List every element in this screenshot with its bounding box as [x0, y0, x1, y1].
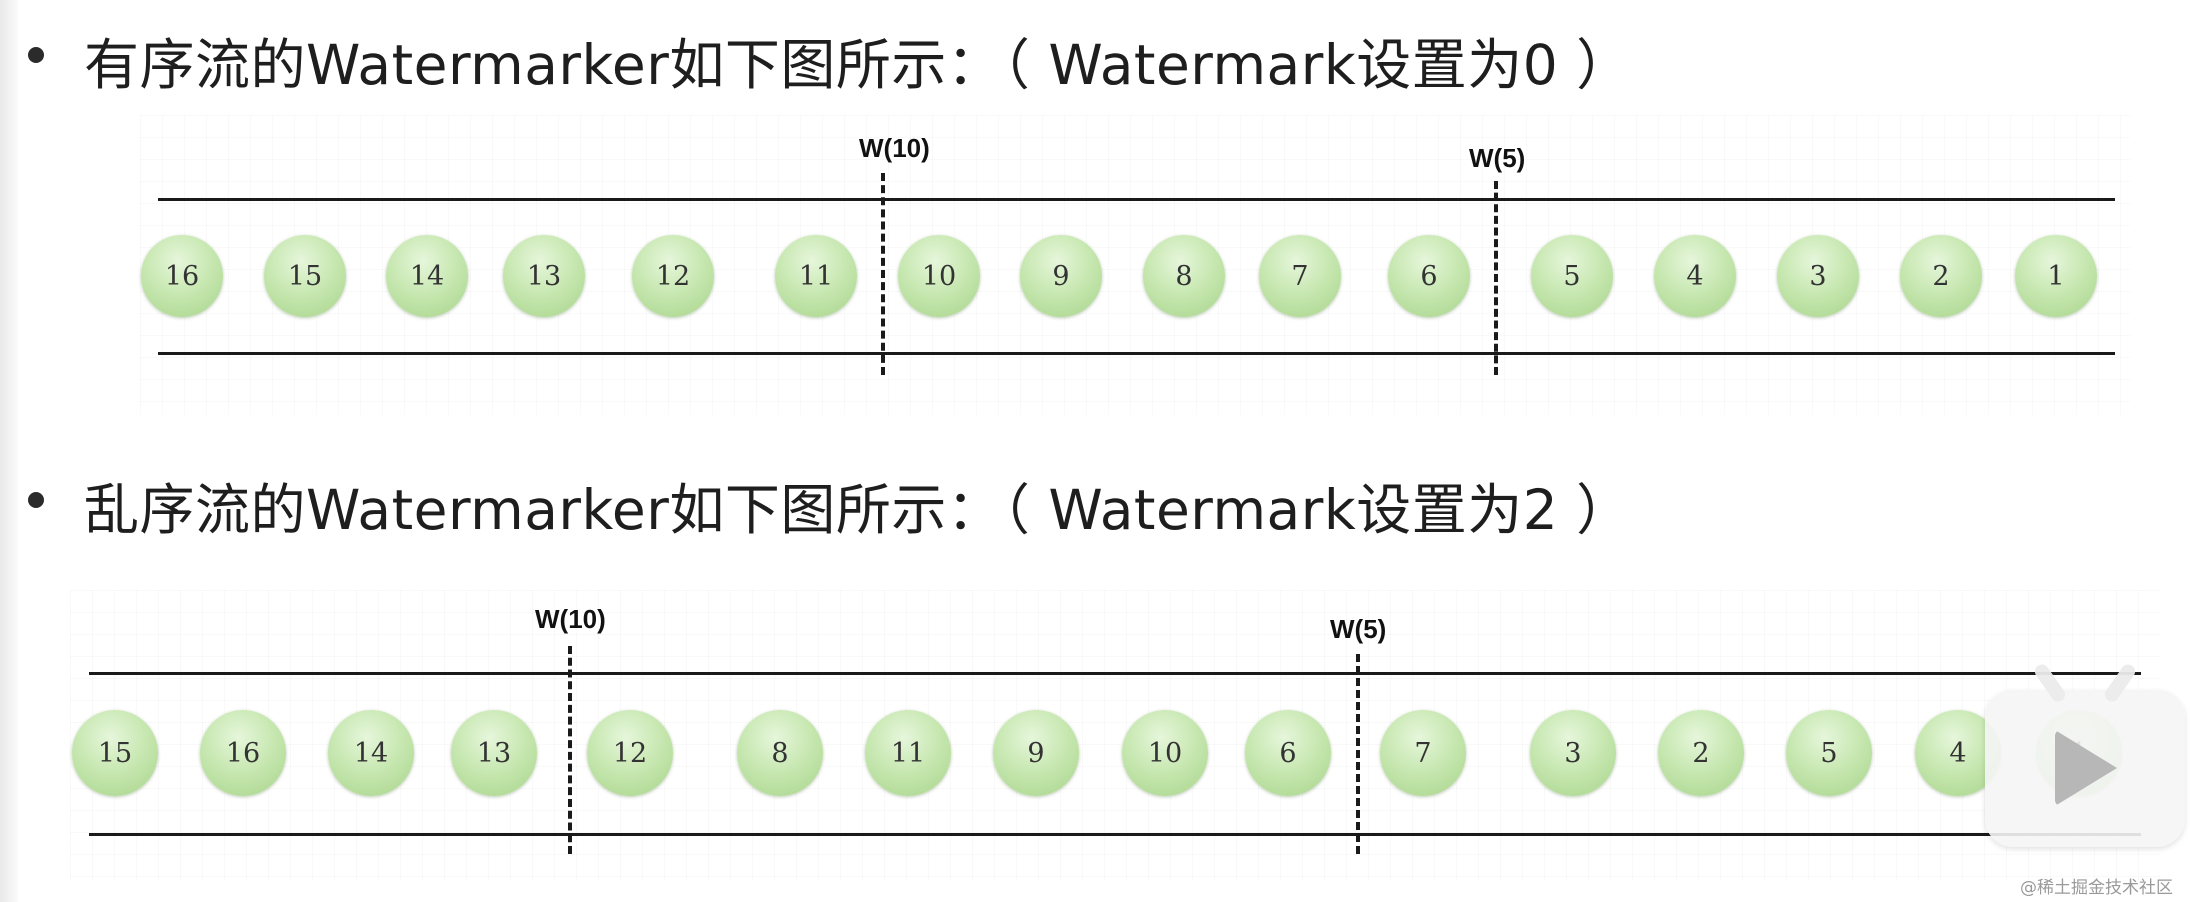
watermark-line [568, 646, 572, 854]
play-icon[interactable] [2055, 730, 2117, 806]
bottom-rail [158, 352, 2115, 355]
event-circle: 10 [898, 235, 980, 317]
source-watermark: @稀土掘金技术社区 [2020, 878, 2173, 898]
event-circle: 11 [865, 710, 951, 796]
bullet-1 [28, 47, 44, 63]
watermark-label: W(10) [859, 133, 930, 163]
event-circle: 4 [1654, 235, 1736, 317]
event-circle: 8 [737, 710, 823, 796]
video-play-badge[interactable] [1985, 661, 2185, 847]
watermark-label: W(5) [1330, 614, 1387, 644]
event-circle: 10 [1122, 710, 1208, 796]
event-circle: 5 [1786, 710, 1872, 796]
watermark-label: W(10) [535, 604, 606, 634]
top-rail [158, 198, 2115, 201]
event-circle: 12 [587, 710, 673, 796]
bottom-rail [89, 833, 2141, 836]
left-edge-shade [0, 0, 18, 902]
heading-out-of-order-stream: 乱序流的Watermarker如下图所示：（ Watermark设置为2 ） [84, 478, 1632, 542]
top-rail [89, 672, 2141, 675]
watermark-line [1356, 654, 1360, 854]
event-circle: 9 [1020, 235, 1102, 317]
heading-ordered-stream: 有序流的Watermarker如下图所示：（ Watermark设置为0 ） [84, 33, 1632, 97]
event-circle: 5 [1531, 235, 1613, 317]
event-circle: 2 [1900, 235, 1982, 317]
event-circle: 7 [1259, 235, 1341, 317]
bullet-2 [28, 492, 44, 508]
event-circle: 12 [632, 235, 714, 317]
event-circle: 16 [141, 235, 223, 317]
event-circle: 15 [72, 710, 158, 796]
event-circle: 8 [1143, 235, 1225, 317]
watermark-label: W(5) [1469, 143, 1526, 173]
event-circle: 14 [328, 710, 414, 796]
event-circle: 15 [264, 235, 346, 317]
event-circle: 3 [1530, 710, 1616, 796]
event-circle: 3 [1777, 235, 1859, 317]
event-circle: 1 [2015, 235, 2097, 317]
event-circle: 6 [1245, 710, 1331, 796]
event-circle: 16 [200, 710, 286, 796]
event-circle: 13 [503, 235, 585, 317]
watermark-line [881, 173, 885, 375]
event-circle: 2 [1658, 710, 1744, 796]
event-circle: 13 [451, 710, 537, 796]
out-of-order-stream-diagram: 15 16 14 13 12 8 11 9 10 6 7 3 2 5 4 1 W… [70, 590, 2160, 880]
event-circle: 9 [993, 710, 1079, 796]
event-circle: 11 [775, 235, 857, 317]
watermark-line [1494, 181, 1498, 375]
event-circle: 7 [1380, 710, 1466, 796]
event-circle: 14 [386, 235, 468, 317]
event-circle: 6 [1388, 235, 1470, 317]
ordered-stream-diagram: 16 15 14 13 12 11 10 9 8 7 6 5 4 3 2 1 W… [140, 115, 2130, 415]
